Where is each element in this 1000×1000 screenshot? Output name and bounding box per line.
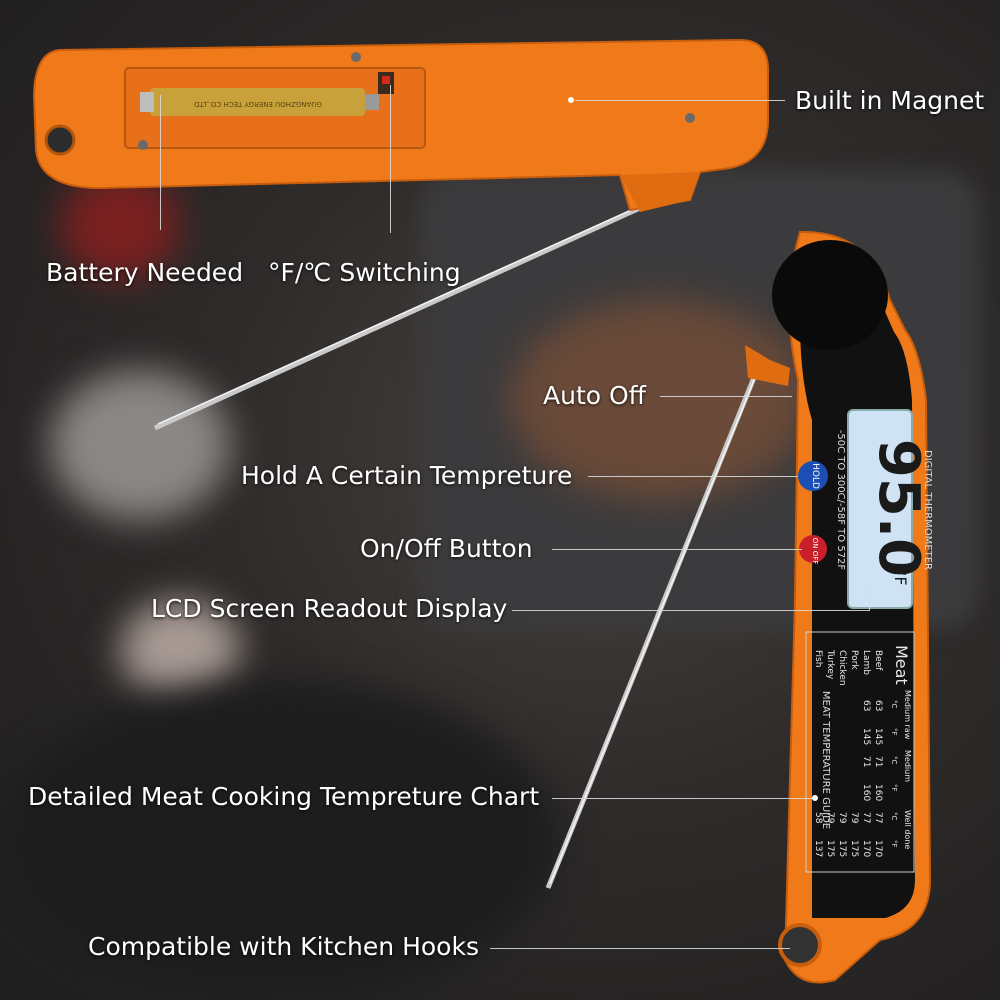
svg-text:ON OFF: ON OFF (811, 538, 819, 565)
chart-row-name: Pork (849, 650, 859, 670)
chart-column-header: Well done (903, 810, 912, 849)
label-unit-switching: °F/℃ Switching (268, 258, 461, 287)
chart-cell: 175 (849, 840, 859, 857)
background-shadow (0, 680, 560, 1000)
chart-cell: 63 (861, 700, 871, 711)
chart-cell: 170 (861, 840, 871, 857)
battery-leader (160, 95, 161, 230)
chart-cell: 79 (849, 812, 859, 824)
battery-icon (150, 88, 365, 116)
range-print: -50C TO 300C/-58F TO 572F (835, 430, 846, 571)
hook-hole-icon (44, 124, 76, 156)
chart-row-name: Beef (873, 650, 883, 671)
lcd-leader (512, 610, 870, 611)
chart-cell: 71 (873, 756, 883, 767)
chart-row-name: Fish (813, 650, 823, 667)
label-on-off-button: On/Off Button (360, 534, 533, 563)
chart-cell: 77 (873, 812, 883, 823)
onoff-leader (552, 549, 802, 550)
chart-unit: °F (890, 784, 898, 792)
chart-cell: 145 (861, 728, 871, 745)
lcd-unit: °F (891, 568, 910, 585)
switch-leader (390, 85, 391, 233)
lcd-readout: 95.0 (866, 439, 931, 577)
chart-column-header: Medium raw (903, 690, 912, 740)
chart-row-name: Turkey (825, 649, 835, 680)
chart-cell: 137 (813, 840, 823, 857)
chart-cell: 58 (813, 812, 823, 824)
hook-hole-icon-bottom (778, 923, 822, 967)
label-battery-needed: Battery Needed (46, 258, 244, 287)
chart-cell: 79 (825, 812, 835, 824)
battery-print: GUANGZHOU ENERGY TECH CO.,LTD (194, 100, 322, 108)
chart-cell: 79 (837, 812, 847, 824)
chart-unit: °C (890, 812, 898, 821)
power-button (799, 535, 827, 563)
hold-leader (588, 476, 798, 477)
brand-print: DIGITAL THERMOMETER (922, 450, 933, 570)
chart-cell: 63 (873, 700, 883, 711)
hooks-leader (490, 948, 790, 949)
lcd-screen (847, 409, 913, 609)
chart-cell: 170 (873, 840, 883, 857)
chart-cell: 175 (825, 840, 835, 857)
label-kitchen-hooks: Compatible with Kitchen Hooks (88, 932, 479, 961)
chart-row-name: Lamb (861, 650, 871, 675)
chart-cell: 145 (873, 728, 883, 745)
label-lcd-display: LCD Screen Readout Display (151, 594, 508, 623)
label-built-in-magnet: Built in Magnet (795, 86, 985, 115)
guide-print: MEAT TEMPERATURE GUIDE (820, 691, 831, 829)
hold-button (798, 461, 828, 491)
magnet-leader (575, 100, 785, 101)
chart-frame (805, 631, 915, 873)
chart-title: Meat (892, 645, 911, 685)
chart-cell: 71 (861, 756, 871, 767)
chart-cell: 160 (873, 784, 883, 801)
chart-column-header: Medium (903, 750, 912, 782)
background-bowl (50, 370, 230, 520)
top-probe (153, 205, 642, 431)
label-auto-off: Auto Off (543, 381, 646, 410)
label-meat-chart: Detailed Meat Cooking Tempreture Chart (28, 782, 540, 811)
chart-unit: °C (890, 756, 898, 765)
chart-cell: 160 (861, 784, 871, 801)
chart-leader (552, 798, 814, 799)
chart-unit: °F (890, 840, 898, 848)
chart-cell: 77 (861, 812, 871, 823)
chart-unit: °F (890, 728, 898, 736)
chart-unit: °C (890, 700, 898, 709)
chart-marker (812, 795, 818, 801)
svg-text:HOLD: HOLD (810, 463, 820, 489)
lcd-leader-vertical (869, 585, 870, 610)
background-steak (510, 300, 810, 500)
magnet-marker (568, 97, 574, 103)
label-hold-temperature: Hold A Certain Tempreture (241, 461, 573, 490)
chart-cell: 175 (837, 840, 847, 857)
chart-row-name: Chicken (837, 650, 847, 686)
auto-off-leader (660, 396, 792, 397)
